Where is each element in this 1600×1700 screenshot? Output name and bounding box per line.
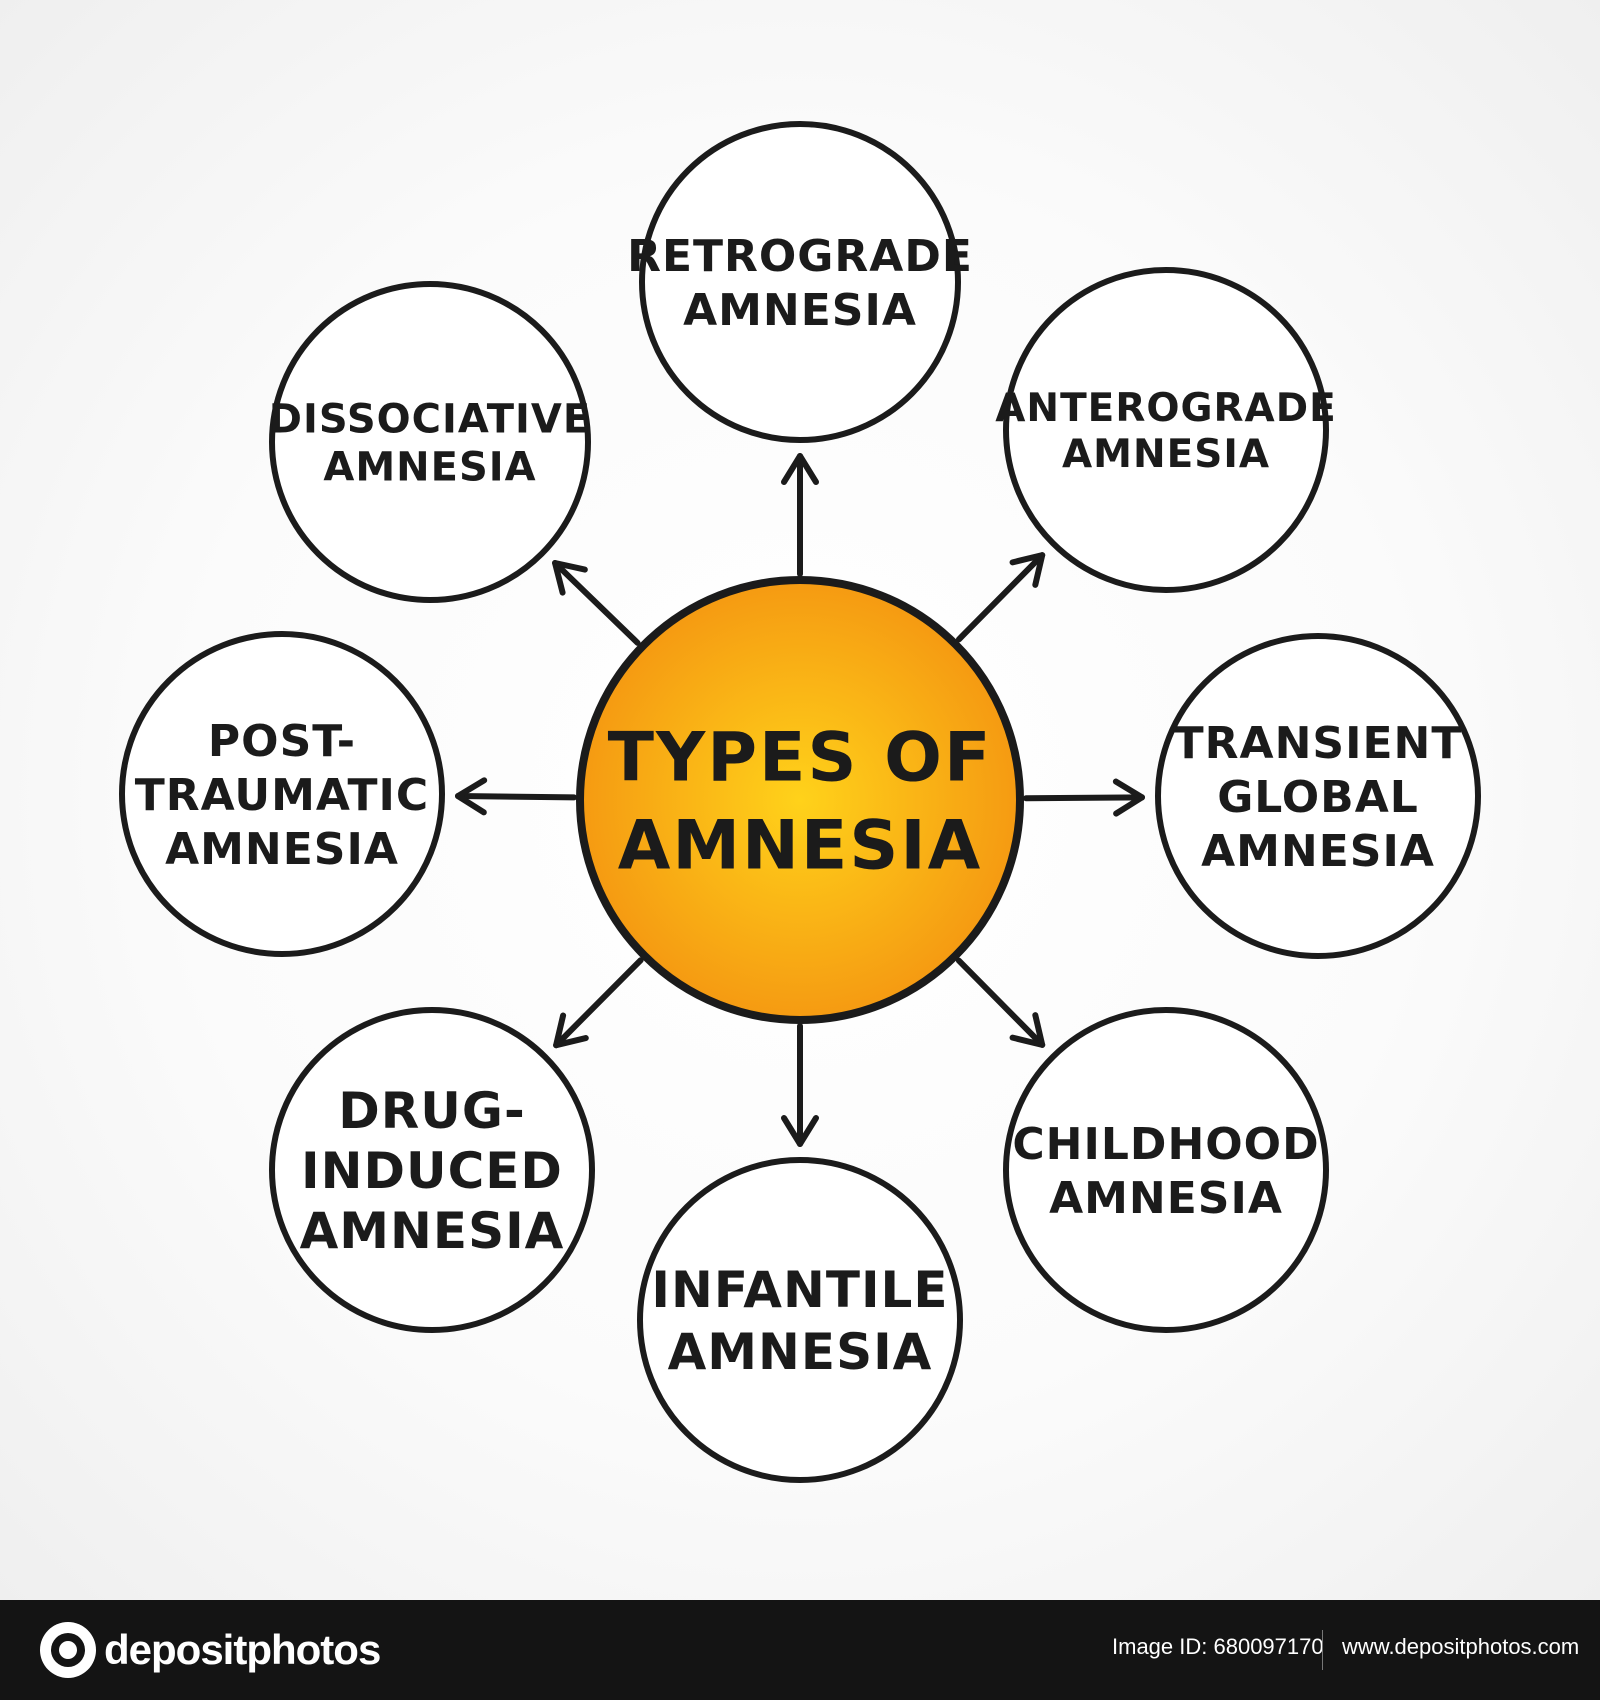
node-label-drug-induced-line-0: DRUG- (338, 1082, 525, 1140)
node-label-infantile-line-1: AMNESIA (668, 1323, 933, 1381)
node-label-infantile-line-0: INFANTILE (651, 1261, 948, 1319)
node-label-retrograde-line-1: AMNESIA (683, 285, 917, 336)
arrow-post-traumatic (454, 777, 578, 816)
node-label-post-traumatic-line-2: AMNESIA (165, 824, 399, 875)
center-label-line-1: AMNESIA (618, 806, 983, 885)
image-id-text: Image ID: 680097170 (1112, 1634, 1324, 1659)
node-label-anterograde-line-0: ANTEROGRADE (995, 386, 1337, 431)
node-label-dissociative-line-0: DISSOCIATIVE (269, 396, 591, 442)
node-label-childhood-line-1: AMNESIA (1049, 1173, 1283, 1224)
arrow-dissociative (552, 559, 641, 646)
node-label-transient-global-line-1: GLOBAL (1217, 772, 1419, 823)
arrow-transient-global (1022, 778, 1146, 817)
center-label-line-0: TYPES OF (608, 718, 993, 797)
footer-bar: depositphotos Image ID: 680097170 www.de… (0, 1600, 1600, 1700)
arrow-drug-induced (553, 957, 644, 1049)
node-label-childhood-line-0: CHILDHOOD (1012, 1119, 1319, 1170)
site-url-link[interactable]: www.depositphotos.com (1342, 1634, 1580, 1659)
node-label-transient-global-line-2: AMNESIA (1201, 826, 1435, 877)
brand-name: depositphotos (104, 1626, 381, 1673)
arrow-childhood (955, 957, 1046, 1048)
mind-map: RETROGRADEAMNESIAANTEROGRADEAMNESIATRANS… (119, 121, 1481, 1483)
node-label-transient-global-line-0: TRANSIENT (1174, 718, 1463, 769)
footer-divider (1322, 1630, 1323, 1670)
arrow-infantile (781, 1023, 819, 1147)
node-label-drug-induced-line-1: INDUCED (301, 1142, 563, 1200)
arrow-retrograde (781, 453, 819, 577)
node-label-post-traumatic-line-0: POST- (208, 716, 356, 767)
node-label-post-traumatic-line-1: TRAUMATIC (135, 770, 429, 821)
brand-logo[interactable]: depositphotos (40, 1622, 381, 1678)
node-label-dissociative-line-1: AMNESIA (323, 444, 536, 490)
center-node: TYPES OF AMNESIA (576, 576, 1024, 1024)
camera-icon (40, 1622, 96, 1678)
node-label-retrograde-line-0: RETROGRADE (627, 231, 973, 282)
node-label-anterograde-line-1: AMNESIA (1062, 432, 1270, 477)
node-label-drug-induced-line-2: AMNESIA (300, 1202, 565, 1260)
arrow-anterograde (955, 552, 1046, 643)
